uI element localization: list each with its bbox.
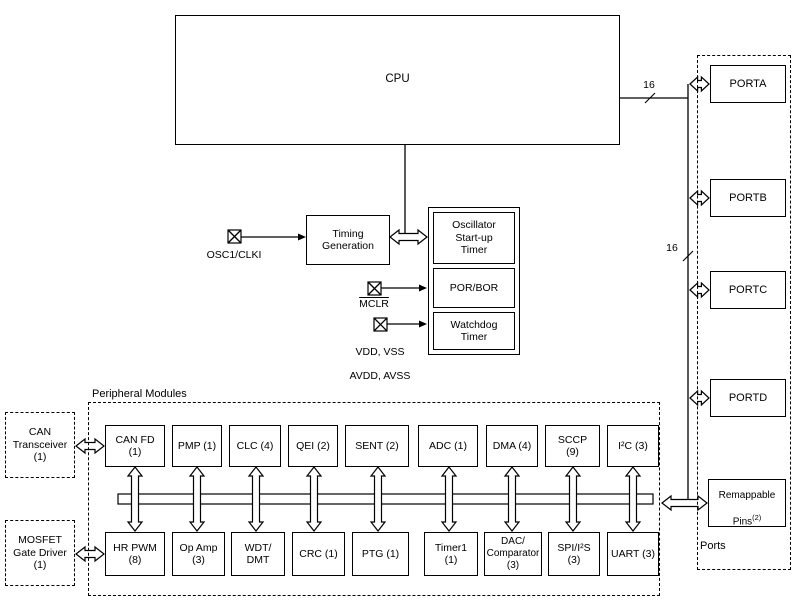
mosfet-gate-driver-label: MOSFET Gate Driver (1) [13, 534, 67, 572]
peripheral-modules-group-box [88, 402, 660, 596]
vdd-vss-line2: AVDD, AVSS [349, 370, 411, 383]
double-arrow [247, 466, 265, 532]
portc-label: PORTC [728, 283, 768, 296]
portc-block: PORTC [710, 271, 786, 309]
arrow-head [419, 284, 427, 292]
portb-label: PORTB [729, 191, 767, 204]
double-arrow [126, 466, 144, 532]
uart-label: UART (3) [611, 547, 655, 560]
mclr-text: MCLR [359, 298, 389, 310]
remappable-pins-label: Remappable Pins(2) [719, 478, 776, 528]
remappable-pins-block: Remappable Pins(2) [708, 479, 786, 527]
portb-block: PORTB [710, 179, 786, 217]
dma-block: DMA (4) [486, 425, 538, 467]
arrow-head [298, 233, 306, 241]
peripheral-modules-label: Peripheral Modules [92, 388, 187, 400]
timer1-label: Timer1 (1) [434, 541, 468, 566]
bus-width-side-label: 16 [666, 242, 678, 254]
double-arrow [624, 466, 642, 532]
crc-label: CRC (1) [299, 547, 338, 560]
timing-generation-block: Timing Generation [306, 215, 390, 265]
watchdog-timer-block: Watchdog Timer [433, 312, 515, 350]
double-arrow [389, 228, 428, 246]
double-arrow [503, 466, 521, 532]
portd-label: PORTD [728, 391, 768, 404]
spi-i2s-label: SPI/I²S (3) [557, 541, 591, 566]
adc-block: ADC (1) [418, 425, 478, 467]
remappable-superscript: (2) [752, 512, 762, 522]
cpu-label: CPU [385, 73, 410, 86]
wire-line [367, 281, 382, 296]
opamp-block: Op Amp (3) [172, 532, 225, 576]
wire-line [227, 229, 242, 244]
ports-group-box [697, 55, 791, 570]
portd-block: PORTD [710, 379, 786, 417]
spi-i2s-block: SPI/I²S (3) [548, 532, 600, 576]
clc-label: CLC (4) [236, 439, 274, 452]
ptg-block: PTG (1) [352, 532, 409, 576]
bus-width-top-label: 16 [643, 79, 655, 91]
canfd-block: CAN FD (1) [105, 425, 165, 467]
osc1-clki-label: OSC1/CLKI [206, 249, 262, 261]
canfd-label: CAN FD (1) [115, 433, 155, 458]
ptg-label: PTG (1) [361, 547, 400, 560]
porta-label: PORTA [729, 77, 767, 90]
peripheral-bus [117, 493, 654, 505]
hrpwm-label: HR PWM (8) [113, 541, 157, 566]
crc-block: CRC (1) [292, 532, 345, 576]
ports-group-label: Ports [700, 540, 726, 552]
uart-block: UART (3) [607, 532, 659, 576]
timer1-block: Timer1 (1) [424, 532, 478, 576]
por-bor-block: POR/BOR [433, 268, 515, 308]
dma-label: DMA (4) [492, 439, 532, 452]
dac-comparator-block: DAC/ Comparator (3) [484, 532, 542, 576]
watchdog-timer-label: Watchdog Timer [450, 318, 498, 343]
double-arrow [305, 466, 323, 532]
double-arrow [188, 466, 206, 532]
pmp-label: PMP (1) [177, 439, 217, 452]
opamp-label: Op Amp (3) [179, 541, 218, 566]
double-arrow [369, 466, 387, 532]
hrpwm-block: HR PWM (8) [105, 532, 165, 576]
oscillator-startup-timer-label: Oscillator Start-up Timer [452, 219, 496, 257]
timing-generation-label: Timing Generation [322, 227, 374, 252]
bus-width-slash [644, 92, 656, 104]
mclr-label: MCLR [339, 298, 409, 310]
pmp-block: PMP (1) [172, 425, 222, 467]
dac-comparator-label: DAC/ Comparator (3) [486, 536, 540, 571]
sent-label: SENT (2) [355, 439, 399, 452]
i2c-block: I²C (3) [607, 425, 659, 467]
double-arrow [661, 494, 708, 512]
remappable-line2: Pins [732, 515, 753, 527]
sccp-label: SCCP (9) [557, 433, 588, 458]
oscillator-startup-timer-block: Oscillator Start-up Timer [433, 212, 515, 264]
bus-width-slash [682, 250, 694, 262]
remappable-line1: Remappable [718, 490, 776, 502]
double-arrow [75, 545, 105, 563]
vdd-vss-label: VDD, VSS AVDD, AVSS [330, 334, 430, 382]
double-arrow [564, 466, 582, 532]
arrow-head [419, 320, 427, 328]
sent-block: SENT (2) [345, 425, 409, 467]
porta-block: PORTA [710, 65, 786, 103]
clc-block: CLC (4) [229, 425, 281, 467]
double-arrow [440, 466, 458, 532]
wdt-dmt-block: WDT/ DMT [231, 532, 285, 576]
vdd-vss-line1: VDD, VSS [355, 346, 405, 359]
wdt-dmt-label: WDT/ DMT [244, 541, 272, 566]
por-bor-label: POR/BOR [449, 281, 499, 294]
can-transceiver-label: CAN Transceiver (1) [12, 426, 68, 464]
adc-label: ADC (1) [429, 439, 467, 452]
qei-block: QEI (2) [288, 425, 338, 467]
can-transceiver-block: CAN Transceiver (1) [5, 412, 75, 478]
cpu-block: CPU [175, 15, 620, 145]
mosfet-gate-driver-block: MOSFET Gate Driver (1) [5, 520, 75, 586]
wire-line [373, 317, 388, 332]
i2c-label: I²C (3) [618, 439, 648, 452]
qei-label: QEI (2) [296, 439, 330, 452]
double-arrow [75, 437, 105, 455]
sccp-block: SCCP (9) [545, 425, 600, 467]
